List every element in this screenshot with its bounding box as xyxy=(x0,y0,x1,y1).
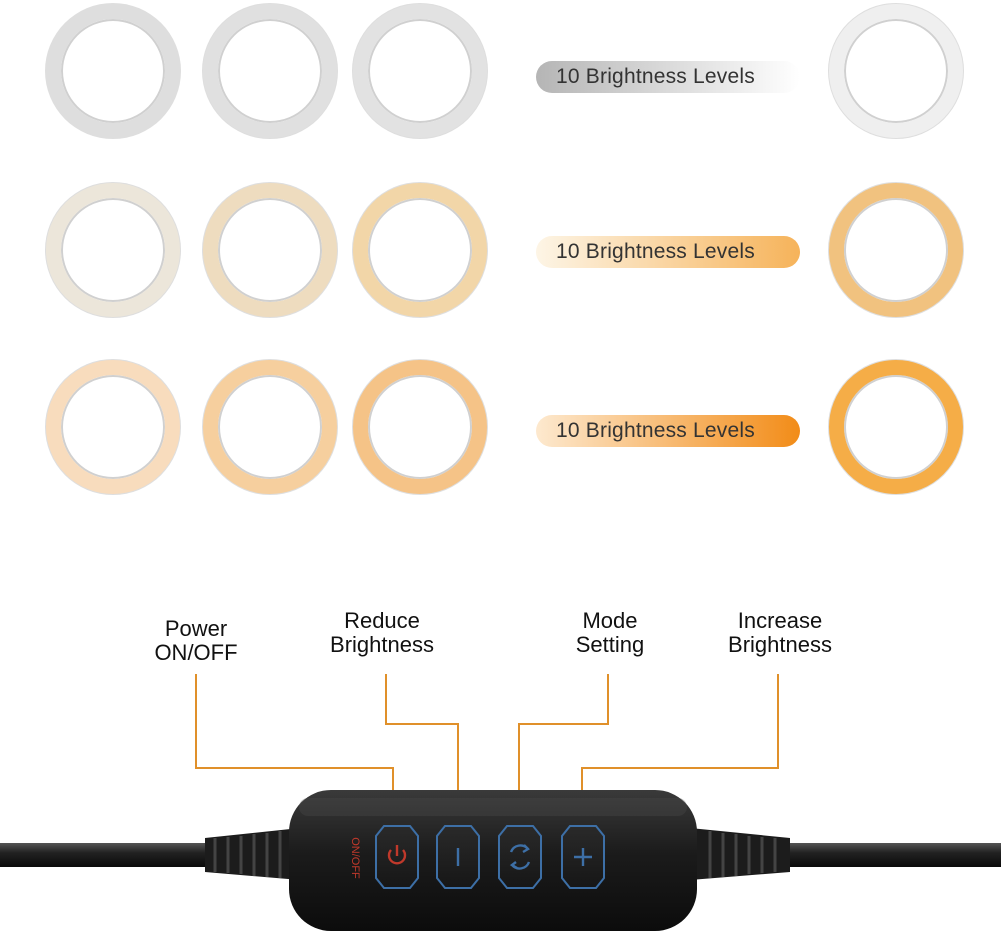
leader-line-mode xyxy=(518,674,609,829)
power-button[interactable] xyxy=(375,825,419,889)
mode-setting-button[interactable] xyxy=(498,825,542,889)
controller-side-text: ON/OFF xyxy=(349,837,361,879)
strain-relief-left xyxy=(205,828,300,880)
increase-brightness-button[interactable] xyxy=(561,825,605,889)
ring-light-neutral-max xyxy=(829,183,963,317)
mode-cycle-icon xyxy=(509,844,531,870)
ring-light-warm-max xyxy=(829,360,963,494)
plus-icon xyxy=(574,848,592,866)
brightness-levels-pill-cool: 10 Brightness Levels xyxy=(536,61,800,93)
brightness-levels-pill-neutral: 10 Brightness Levels xyxy=(536,236,800,268)
leader-line-reduce xyxy=(385,674,459,829)
cable-right xyxy=(780,843,1001,867)
ring-light-warm-2 xyxy=(203,360,337,494)
brightness-levels-pill-warm: 10 Brightness Levels xyxy=(536,415,800,447)
power-icon xyxy=(387,845,407,865)
reduce-brightness-button[interactable] xyxy=(436,825,480,889)
strain-relief-right xyxy=(690,828,790,880)
cable-left xyxy=(0,843,215,867)
ring-light-neutral-2 xyxy=(203,183,337,317)
ring-light-warm-1 xyxy=(46,360,180,494)
